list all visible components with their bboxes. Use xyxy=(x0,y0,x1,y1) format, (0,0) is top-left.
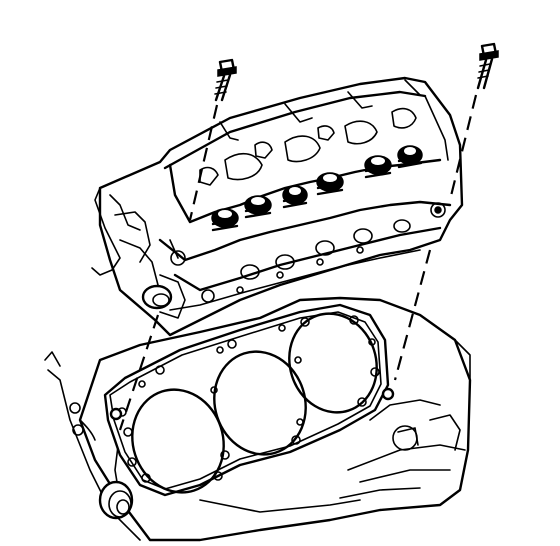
cylinder-head xyxy=(91,76,464,337)
front-seal xyxy=(98,480,134,520)
exhaust-port-1 xyxy=(240,264,260,280)
valve-spring-2 xyxy=(244,195,272,219)
gasket-holes xyxy=(117,315,380,483)
head-bolt-right xyxy=(448,42,499,201)
spark-plug-boss xyxy=(141,284,173,310)
valve-spring-4 xyxy=(316,172,344,196)
head-bolt-left xyxy=(188,58,237,221)
cylinder-bore-2 xyxy=(213,350,307,456)
valve-spring-5 xyxy=(364,155,392,179)
dowel-right xyxy=(381,387,395,401)
exhaust-port-2 xyxy=(275,254,295,270)
head-gasket xyxy=(103,303,395,497)
cylinder-bore-3 xyxy=(288,312,378,414)
valve-spring-1 xyxy=(211,208,239,232)
valve-spring-3 xyxy=(282,185,308,209)
exhaust-port-3 xyxy=(315,240,335,256)
dowel-left xyxy=(109,407,123,421)
exhaust-port-4 xyxy=(353,228,373,244)
alignment-lines xyxy=(118,249,432,431)
valve-spring-6 xyxy=(397,145,423,169)
